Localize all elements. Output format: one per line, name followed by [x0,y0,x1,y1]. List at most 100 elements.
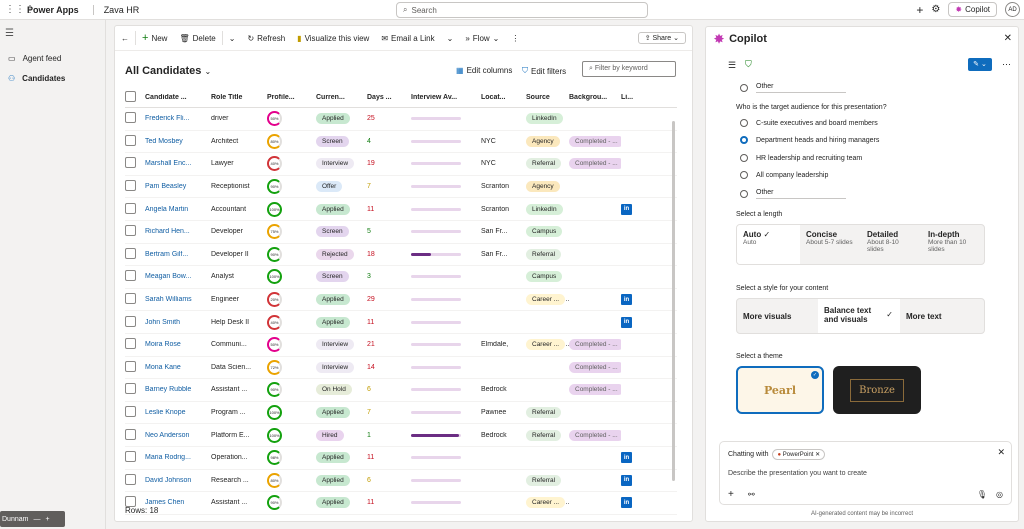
row-checkbox[interactable] [125,360,136,372]
row-checkbox[interactable] [125,315,136,327]
candidate-name-link[interactable]: Meagan Bow... [145,273,192,281]
candidate-name-link[interactable]: Neo Anderson [145,431,190,439]
column-header[interactable]: Backgrou... [569,94,608,101]
close-icon[interactable]: ✕ [1003,33,1012,44]
nav-item-agent-feed[interactable]: ▭ Agent feed [8,54,61,63]
flow-button[interactable]: »Flow⌄ [459,26,505,51]
option-other-top[interactable]: Other [740,83,846,93]
row-checkbox[interactable] [125,247,136,259]
candidate-name-link[interactable]: Leslie Knope [145,409,186,417]
style-more-visuals[interactable]: More visuals [743,312,792,321]
delete-button[interactable]: 🗑Delete [173,26,221,51]
row-checkbox[interactable] [125,270,136,282]
candidate-name-link[interactable]: Marshall Enc... [145,160,192,168]
linkedin-icon[interactable]: in [621,294,632,306]
candidate-name-link[interactable]: Frederick Fli... [145,115,190,123]
linkedin-icon[interactable]: in [621,452,632,464]
link-icon[interactable]: ⚯ [748,490,755,499]
add-icon[interactable]: + [916,2,924,17]
row-checkbox[interactable] [125,451,136,463]
candidate-name-link[interactable]: Bertram Gilf... [145,250,189,258]
column-header[interactable]: Role Title [211,94,243,101]
candidate-name-link[interactable]: Pam Beasley [145,183,187,191]
new-chat-button[interactable]: ✎ ⌄ [968,58,992,71]
avatar[interactable]: AD [1005,2,1020,17]
column-header[interactable]: Curren... [316,94,345,101]
candidate-name-link[interactable]: Sarah Williams [145,296,192,304]
radio-button[interactable] [740,119,748,127]
radio-button[interactable] [740,190,748,198]
linkedin-icon[interactable]: in [621,203,632,215]
column-header[interactable]: Source [526,94,550,101]
style-more-text[interactable]: More text [906,312,942,321]
audience-option[interactable]: Department heads and hiring managers [740,136,879,144]
minimize-icon[interactable]: — [33,515,41,523]
more-dropdown[interactable]: ⌄ [228,33,236,43]
theme-bronze[interactable]: Bronze [833,366,921,414]
radio-button[interactable] [740,171,748,179]
row-checkbox[interactable] [125,293,136,305]
edit-filters-button[interactable]: ⛉Edit filters [522,66,566,76]
powerpoint-chip[interactable]: ● PowerPoint ✕ [772,449,826,460]
visualize-button[interactable]: ▮Visualize this view [291,26,375,51]
row-checkbox[interactable] [125,473,136,485]
gear-icon[interactable]: ⚙ [931,4,941,15]
filter-keyword-input[interactable]: ⌕ Filter by keyword [582,61,676,77]
header-select-all[interactable] [125,91,145,104]
scrollbar[interactable] [672,121,675,481]
candidate-name-link[interactable]: Mona Kane [145,363,181,371]
audience-option[interactable]: HR leadership and recruiting team [740,154,862,162]
length-auto[interactable]: Auto ✓Auto [737,225,800,264]
candidate-name-link[interactable]: Angela Martin [145,205,189,213]
candidate-name-link[interactable]: Barney Rubble [145,386,192,394]
row-checkbox[interactable] [125,383,136,395]
microphone-icon[interactable]: 🎙 [976,490,987,499]
edit-columns-button[interactable]: ▦Edit columns [456,66,512,75]
row-checkbox[interactable] [125,225,136,237]
column-header[interactable]: Candidate ... [145,94,187,101]
new-button[interactable]: +New [136,26,173,51]
app-launcher-icon[interactable]: ⋮⋮⋮ [5,4,35,15]
row-checkbox[interactable] [125,202,136,214]
column-header[interactable]: Locat... [481,94,506,101]
candidate-name-link[interactable]: David Johnson [145,476,192,484]
refresh-button[interactable]: ↻Refresh [241,26,291,51]
back-button[interactable]: ← [121,33,129,43]
email-link-button[interactable]: ✉Email a Link [375,26,440,51]
row-checkbox[interactable] [125,180,136,192]
add-icon[interactable]: + [45,515,50,523]
linkedin-icon[interactable]: in [621,474,632,486]
audience-option-other[interactable]: Other [740,189,846,199]
candidate-name-link[interactable]: John Smith [145,318,181,326]
radio-button-selected[interactable] [740,136,748,144]
linkedin-icon[interactable]: in [621,316,632,328]
column-header[interactable]: Profile... [267,94,295,101]
audience-option[interactable]: C-suite executives and board members [740,119,878,127]
radio-button[interactable] [740,154,748,162]
email-dropdown[interactable]: ⌄ [446,33,454,43]
row-checkbox[interactable] [125,428,136,440]
row-checkbox[interactable] [125,406,136,418]
prompt-input[interactable]: Describe the presentation you want to cr… [728,470,867,477]
candidate-name-link[interactable]: Maria Rodrig... [145,454,191,462]
view-title[interactable]: All Candidates ⌄ [125,65,211,77]
theme-pearl[interactable]: Pearl ✓ [736,366,824,414]
send-icon[interactable]: ◎ [996,490,1003,499]
menu-icon[interactable]: ☰ [728,60,737,70]
radio-button[interactable] [740,84,748,92]
checkbox[interactable] [125,91,136,102]
candidate-name-link[interactable]: Richard Hen... [145,228,190,236]
